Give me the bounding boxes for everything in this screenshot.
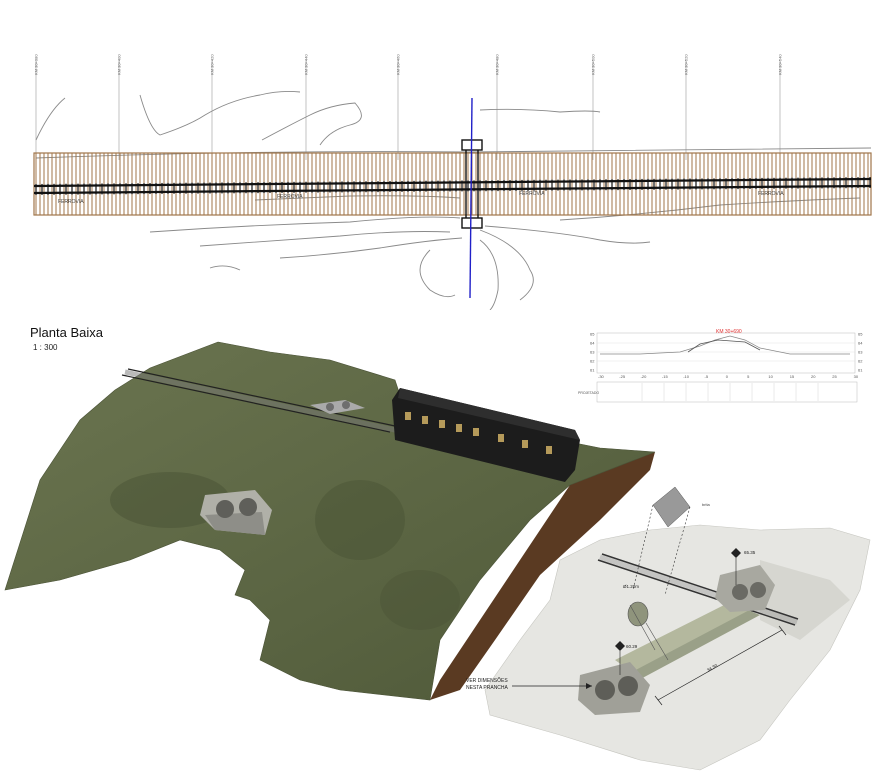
profile-xtick: -5: [705, 374, 709, 379]
station-label: KM 30+520: [684, 54, 689, 75]
length-dimension: [654, 625, 787, 706]
station-label: KM 30+480: [495, 54, 500, 75]
terrain-soil-side: [430, 452, 655, 700]
callout-line-2: NESTA PRANCHA: [466, 685, 509, 691]
profile-ytick: 61: [858, 368, 863, 373]
track-label-east-1: FERROVIA: [519, 191, 545, 197]
profile-xtick: -20: [641, 374, 648, 379]
station-label: KM 30+540: [778, 54, 783, 75]
track-band: [33, 152, 872, 216]
profile-xtick: 25: [832, 374, 837, 379]
station-label: KM 30+440: [304, 54, 309, 75]
plan-view: KM 30+380 KM 30+400 KM 30+420 KM 30+440 KM 3…: [33, 54, 872, 310]
detail-headwall-upper: [715, 565, 775, 612]
profile-ytick: 64: [858, 341, 863, 346]
profile-xtick: 5: [747, 374, 750, 379]
culvert-pipes: [610, 597, 760, 682]
rail-ties: [35, 177, 871, 195]
station-label: KM 30+400: [117, 54, 122, 75]
track-label-east-2: FERROVIA: [758, 191, 784, 197]
plan-title: Planta Baixa: [30, 325, 103, 340]
profile-ytick: 63: [590, 350, 595, 355]
station-label: KM 30+380: [34, 54, 39, 75]
profile-xtick: -25: [619, 374, 626, 379]
profile-ytick: 65: [858, 332, 863, 337]
callout-line-1: VER DIMENSÕES: [466, 677, 508, 684]
profile-ytick: 61: [590, 368, 595, 373]
profile-ytick: 65: [590, 332, 595, 337]
profile-ytick: 63: [858, 350, 863, 355]
profile-title: KM 30+690: [716, 329, 742, 335]
pipe-diameter-label: Ø1.20m: [623, 584, 639, 589]
detail-headwall-lower: [578, 662, 650, 715]
track-label-mid: FERROVIA: [277, 194, 303, 200]
detail-rails: [597, 553, 799, 626]
station-lines: [35, 60, 781, 160]
profile-ground-line: [600, 335, 850, 355]
station-labels: KM 30+380 KM 30+400 KM 30+420 KM 30+440 KM 3…: [34, 54, 783, 75]
elev-bottom-label: 60.29: [626, 644, 638, 649]
profile-xtick: -10: [683, 374, 690, 379]
headwall-lower: [200, 490, 272, 535]
station-label: KM 30+420: [210, 54, 215, 75]
headwall-upper: [310, 400, 365, 414]
train-car: [392, 388, 580, 482]
elev-marker-bottom: [615, 641, 625, 675]
detail-ground: [484, 524, 871, 771]
station-label: KM 30+460: [396, 54, 401, 75]
plan-scale: 1 : 300: [33, 343, 58, 352]
terrain-surface: [4, 341, 656, 701]
gravel-sample: [652, 486, 691, 528]
elev-marker-top: [731, 548, 741, 585]
track-label-west: FERROVIA: [58, 199, 84, 205]
profile-xtick: -30: [598, 374, 605, 379]
gravel-label: brita: [702, 502, 711, 507]
profile-xtick: 10: [768, 374, 773, 379]
profile-xtick: 15: [790, 374, 795, 379]
axis-line: [469, 97, 473, 299]
terrain-track: [121, 368, 396, 433]
elev-top-label: 65.35: [744, 550, 756, 555]
profile-xtick: -15: [662, 374, 669, 379]
profile-xtick: 30: [854, 374, 859, 379]
profile-ytick: 62: [590, 359, 595, 364]
profile-row-label: PROJETADO: [578, 391, 599, 395]
profile-ytick: 64: [590, 341, 595, 346]
profile-xtick: 0: [726, 374, 729, 379]
profile-xtick: 20: [811, 374, 816, 379]
profile-ytick: 62: [858, 359, 863, 364]
station-label: KM 30+500: [591, 54, 596, 75]
contour-lines-north: [35, 90, 872, 159]
profile-embankment: [687, 339, 761, 353]
length-label: 34.30: [706, 663, 719, 673]
